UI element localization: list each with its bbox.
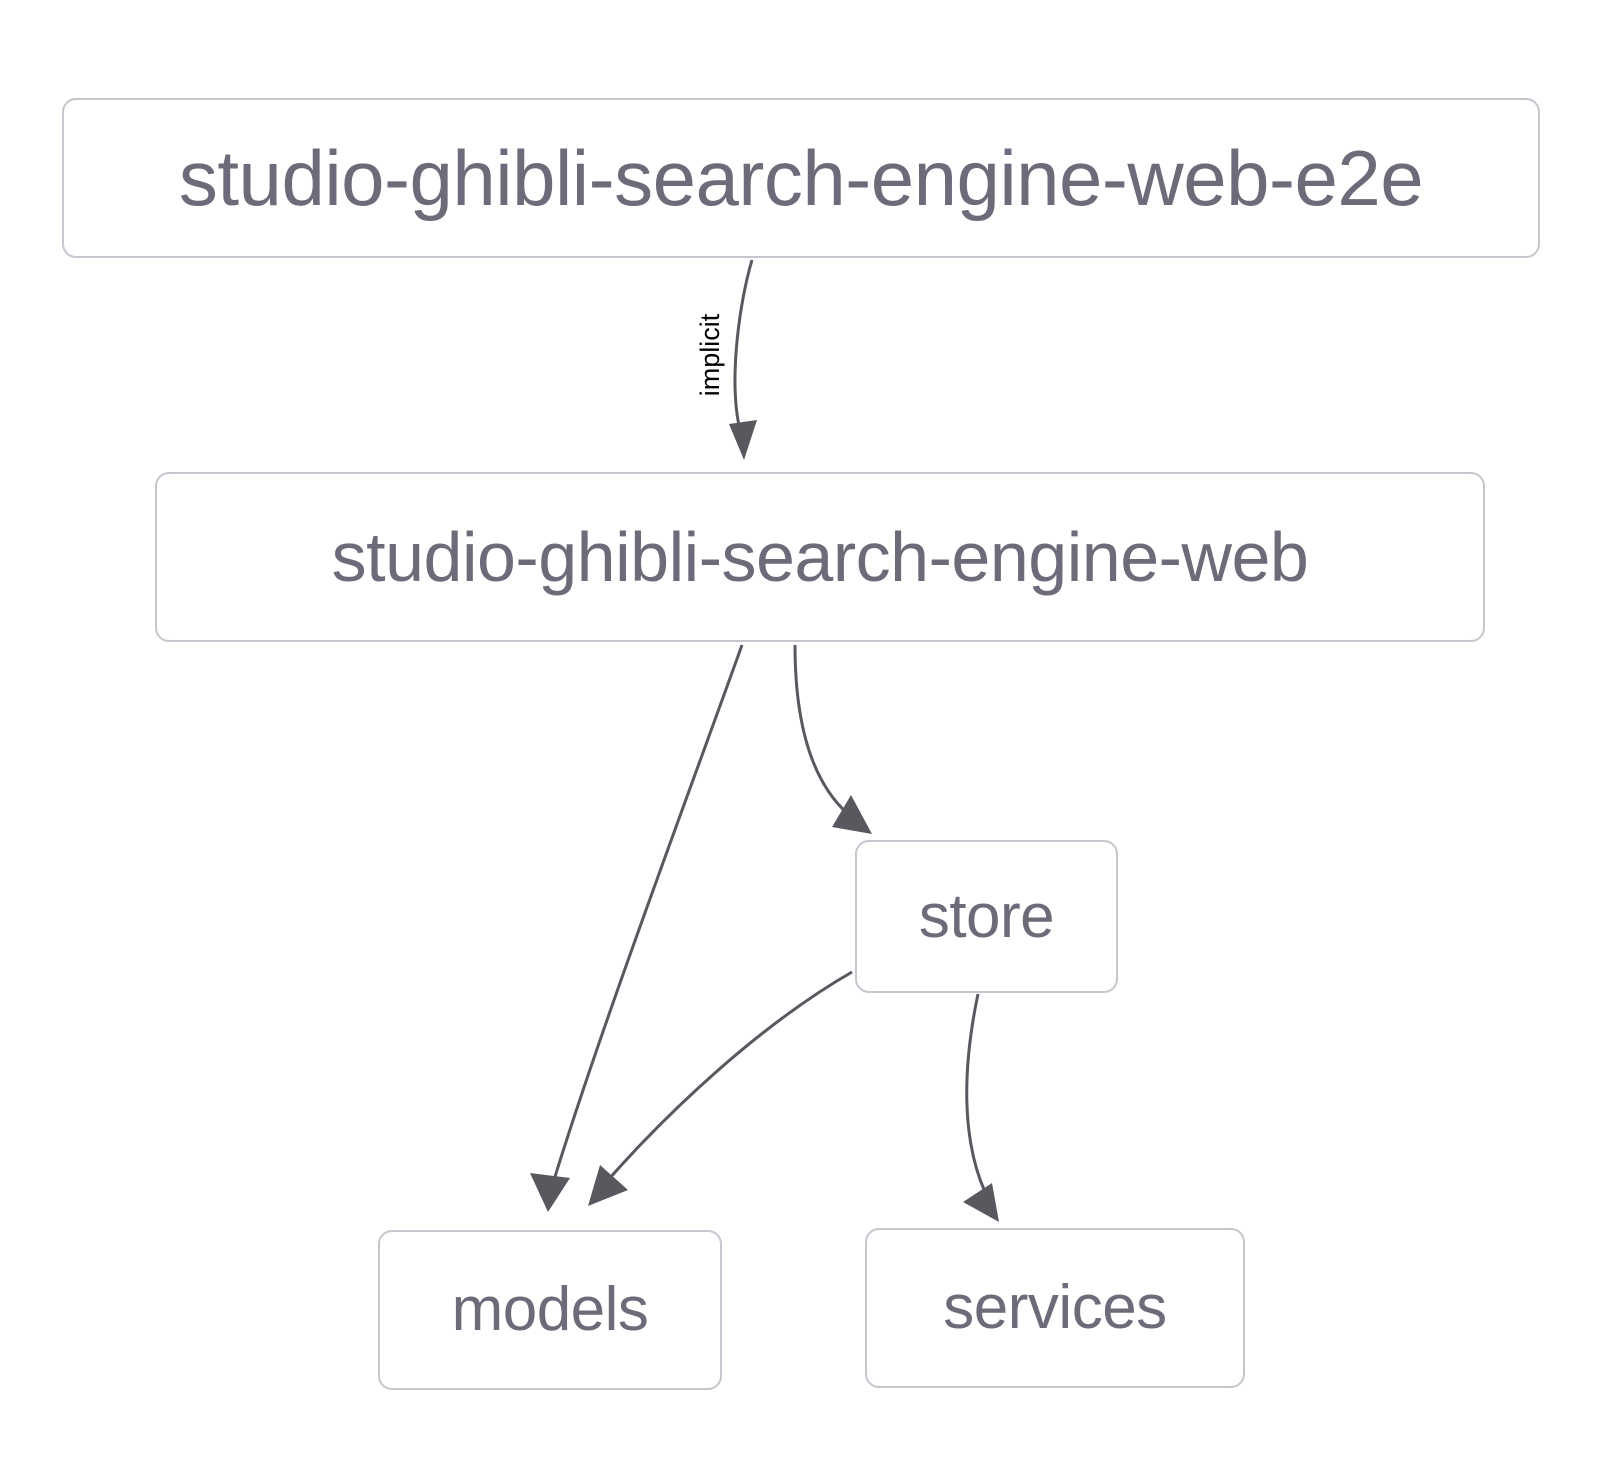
node-label-store: store	[918, 881, 1055, 951]
node-label-services: services	[943, 1273, 1167, 1342]
edge-path-store-to-models	[606, 970, 853, 1181]
edge-path-e2e-to-web	[733, 259, 754, 431]
edge-path-web-to-store	[793, 644, 850, 816]
arrowhead-icon-store-to-services	[963, 1183, 999, 1222]
arrowhead-icon-store-to-models	[588, 1165, 628, 1206]
edge-label-implicit: implicit	[695, 313, 725, 396]
edge-store-to-models	[588, 970, 853, 1206]
arrowhead-icon-web-to-store	[832, 795, 872, 834]
edge-path-store-to-services	[965, 993, 987, 1193]
edge-web-to-store	[793, 644, 872, 834]
node-studio-ghibli-search-engine-web[interactable]: studio-ghibli-search-engine-web	[155, 472, 1485, 642]
arrowhead-icon-e2e-to-web	[729, 420, 757, 460]
node-label-web: studio-ghibli-search-engine-web	[331, 518, 1309, 596]
edge-web-to-models	[530, 644, 744, 1212]
node-label-e2e: studio-ghibli-search-engine-web-e2e	[178, 134, 1424, 222]
edge-e2e-to-web: implicit	[695, 259, 757, 460]
node-studio-ghibli-search-engine-web-e2e[interactable]: studio-ghibli-search-engine-web-e2e	[62, 98, 1540, 258]
edge-path-web-to-models	[552, 644, 744, 1181]
node-store[interactable]: store	[855, 840, 1118, 993]
node-models[interactable]: models	[378, 1230, 722, 1390]
node-label-models: models	[451, 1275, 649, 1344]
node-services[interactable]: services	[865, 1228, 1245, 1388]
arrowhead-icon-web-to-models	[530, 1173, 570, 1212]
edge-store-to-services	[963, 993, 999, 1222]
